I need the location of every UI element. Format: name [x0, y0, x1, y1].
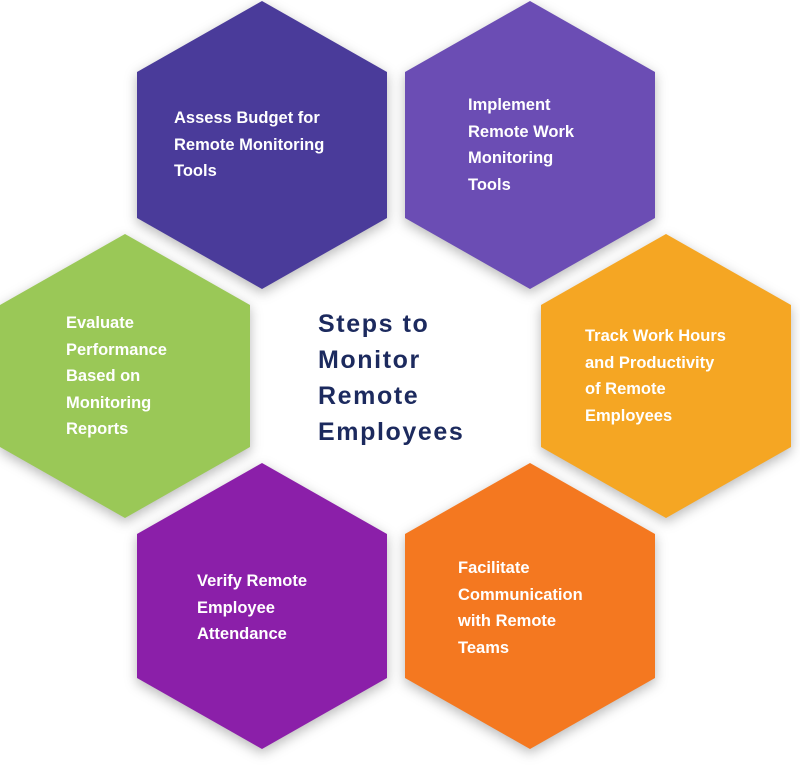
step-label-track-hours: Track Work Hours and Productivity of Rem…	[585, 327, 726, 425]
diagram-title: Steps to Monitor Remote Employees	[318, 310, 465, 446]
step-label-assess-budget: Assess Budget for Remote Monitoring Tool…	[174, 109, 325, 180]
step-label-facilitate-communication: Facilitate Communication with Remote Tea…	[458, 559, 583, 657]
hex-implement-tools	[405, 1, 655, 289]
step-label-evaluate-performance: Evaluate Performance Based on Monitoring…	[66, 314, 167, 438]
hex-track-hours	[541, 234, 791, 518]
hex-verify-attendance	[137, 463, 387, 749]
hex-facilitate-communication	[405, 463, 655, 749]
hex-evaluate-performance	[0, 234, 250, 518]
step-label-implement-tools: Implement Remote Work Monitoring Tools	[468, 96, 575, 194]
step-label-verify-attendance: Verify Remote Employee Attendance	[197, 572, 308, 643]
hex-assess-budget	[137, 1, 387, 289]
